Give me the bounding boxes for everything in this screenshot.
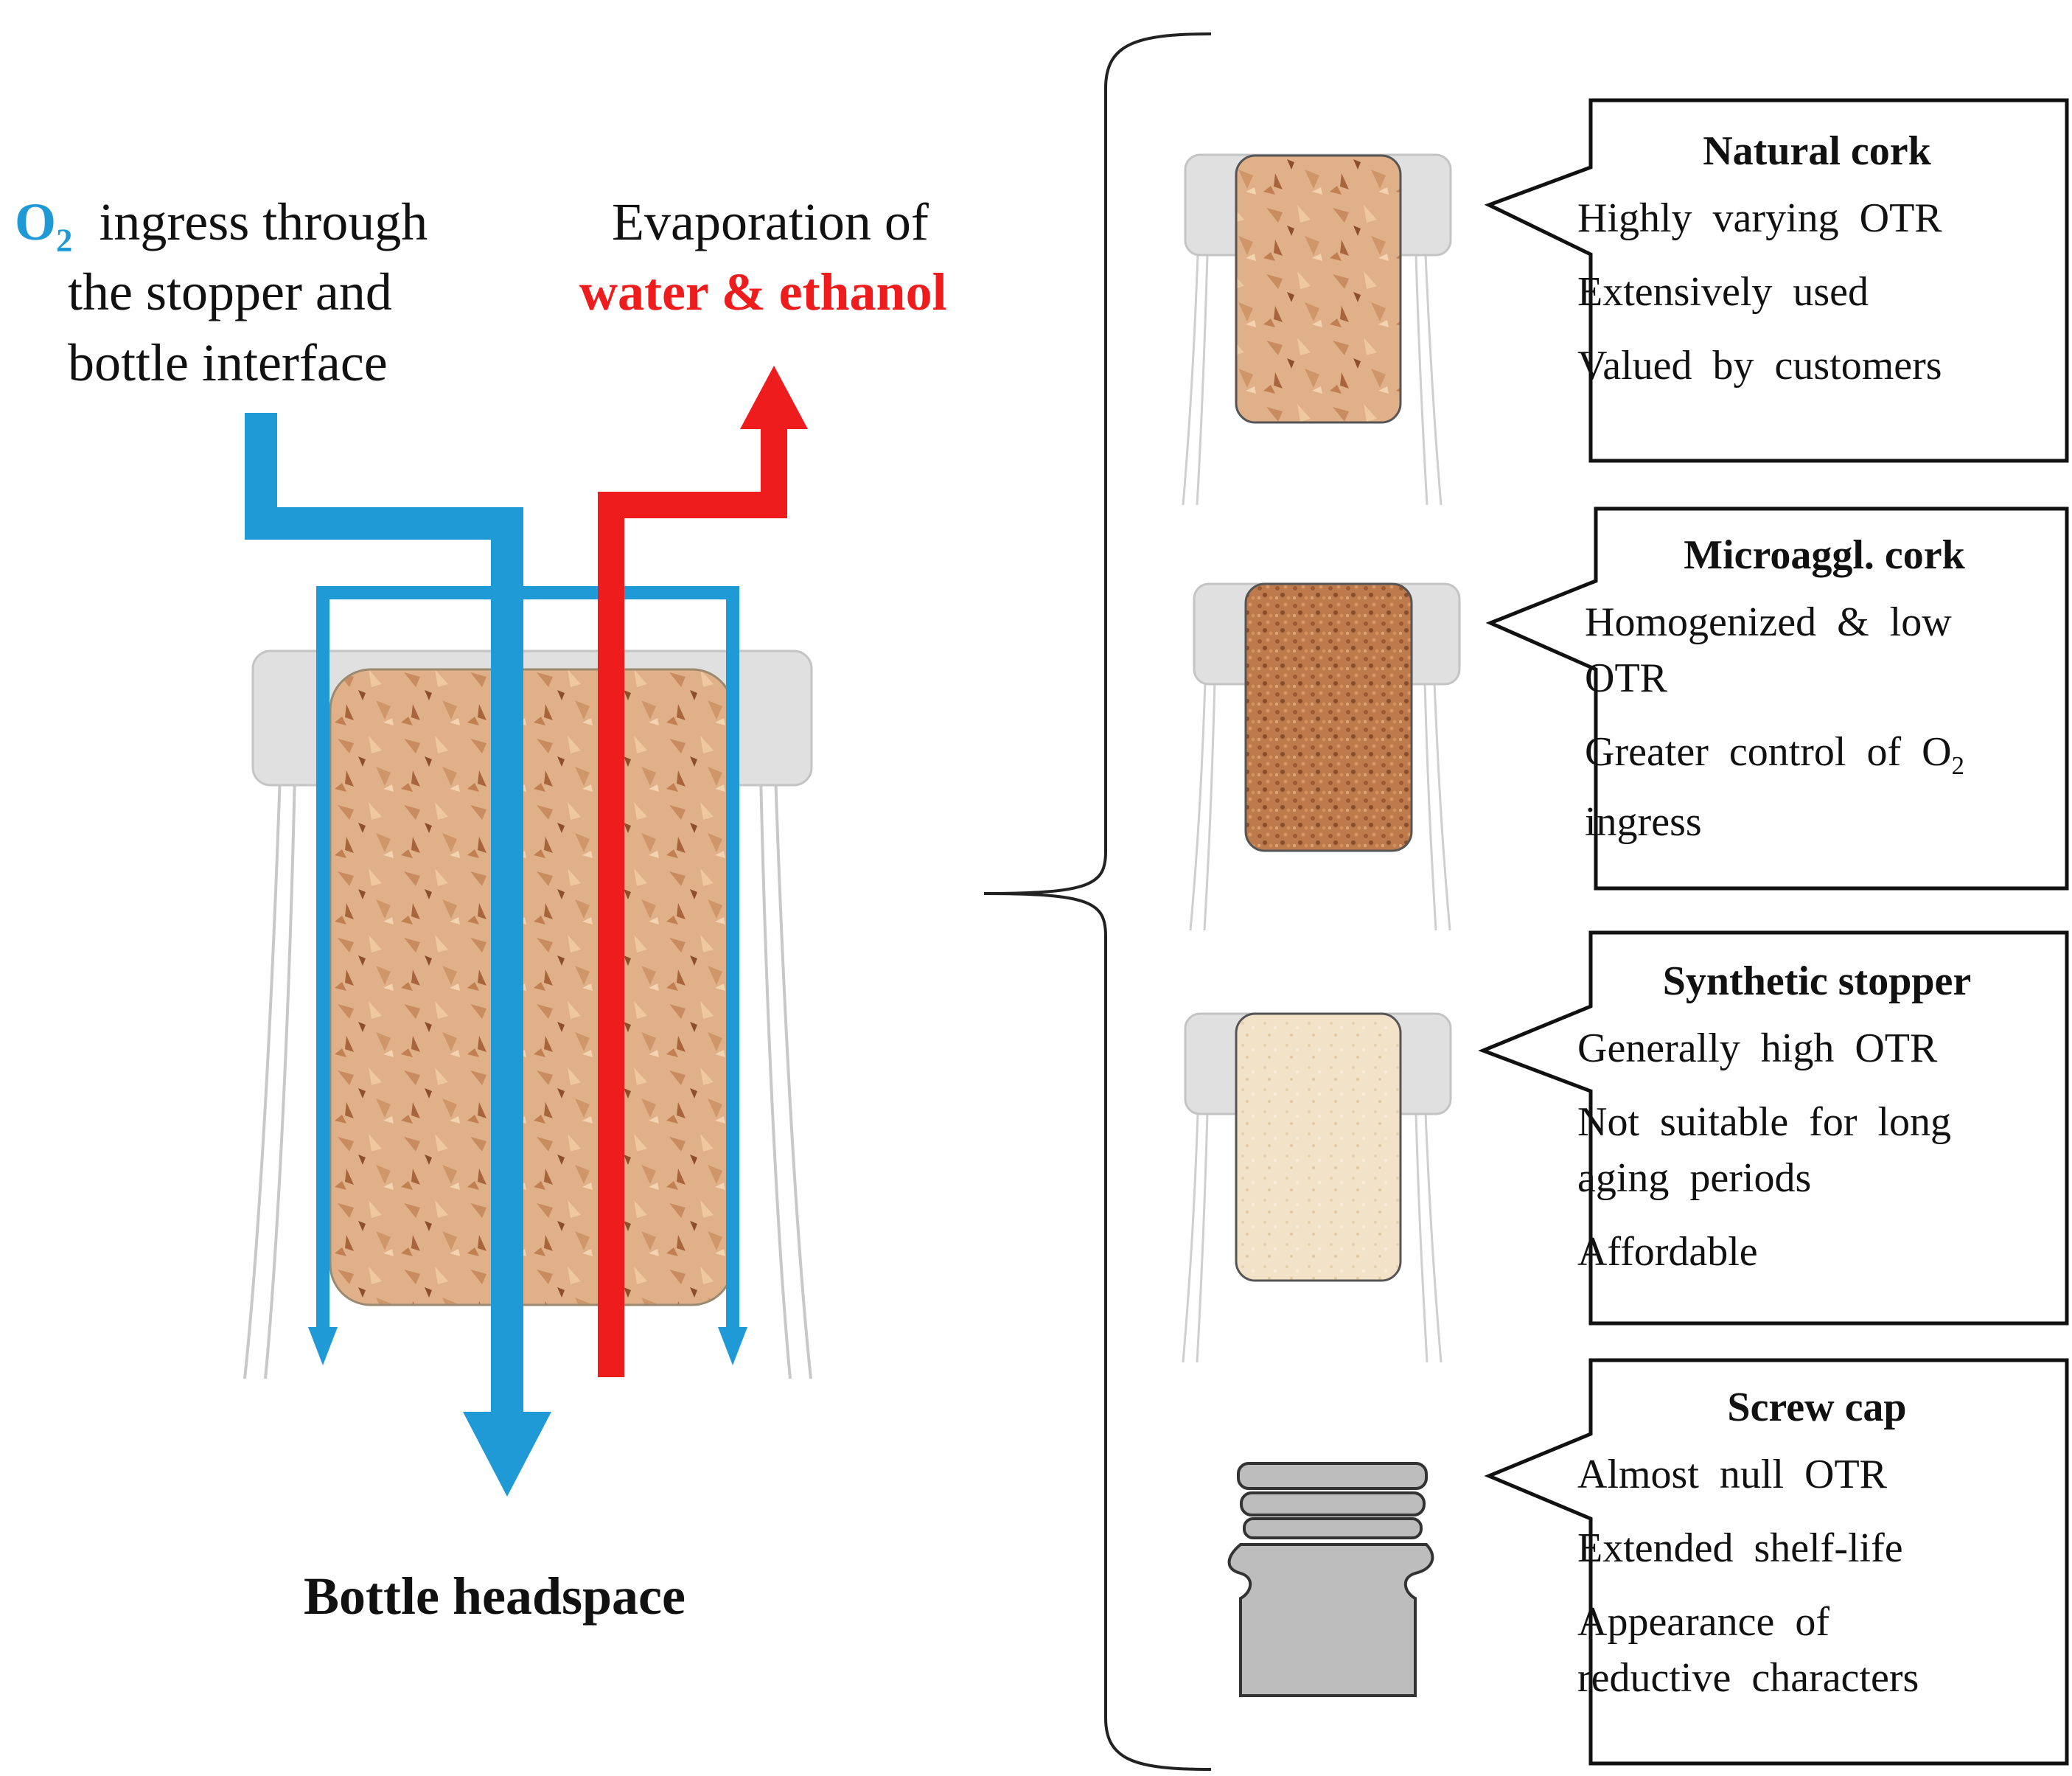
microagglomerated-cork-title: Microaggl. cork [1684, 532, 1965, 578]
callout-synthetic-stopper [1478, 930, 2069, 1326]
natural-cork-line2: Extensively used [1577, 269, 1869, 315]
screw-cap-line3: Appearance of [1577, 1599, 1830, 1645]
o2-ingress-arrows [245, 413, 747, 1497]
microagglomerated-cork-line3: Greater control of O2 [1585, 724, 2064, 794]
microagglomerated-cork-line2: OTR [1585, 655, 1667, 701]
natural-cork-text: Natural cork Highly varying OTR Extensiv… [1577, 125, 2057, 411]
o2-main-flow [245, 413, 523, 1423]
o2-interface-arrowhead-left [308, 1327, 338, 1365]
evaporation-arrowhead [740, 366, 808, 429]
o2-symbol: O [15, 192, 57, 251]
bottle-neck-left [243, 773, 812, 1379]
screw-cap-line2: Extended shelf-life [1577, 1525, 1903, 1571]
synthetic-stopper-line3: aging periods [1577, 1155, 1812, 1201]
callout-screw-cap [1484, 1358, 2069, 1766]
synthetic-stopper-line4: Affordable [1577, 1229, 1758, 1275]
natural-cork-icon [1182, 153, 1452, 506]
natural-cork-line3: Valued by customers [1577, 343, 1942, 389]
o2-subscript: 2 [56, 221, 73, 259]
evaporation-line2: water & ethanol [579, 262, 947, 321]
screw-cap-title: Screw cap [1727, 1385, 1907, 1430]
synthetic-stopper-line2: Not suitable for long [1577, 1099, 1952, 1145]
synthetic-stopper-text: Synthetic stopper Generally high OTR Not… [1577, 955, 2057, 1298]
o2-interface-arrowhead-right [718, 1327, 747, 1365]
o2-text-line1: ingress through [99, 192, 428, 251]
microagglomerated-cork-line1: Homogenized & low [1585, 599, 1952, 645]
callout-natural-cork [1484, 98, 2069, 463]
screw-cap-line4: reductive characters [1577, 1655, 1919, 1701]
o2-interface-flow [316, 586, 739, 1342]
bottle-headspace-label: Bottle headspace [304, 1567, 686, 1626]
microagglomerated-cork-icon [1189, 582, 1461, 931]
o2-text-line3: bottle interface [68, 333, 388, 392]
evaporation-line1: Evaporation of [612, 192, 929, 251]
microagglomerated-cork-line4: ingress [1585, 799, 1702, 846]
microagglomerated-cork-text: Microaggl. cork Homogenized & low OTR Gr… [1585, 529, 2064, 868]
callout-microagglomerated-cork [1485, 506, 2069, 891]
synthetic-stopper-title: Synthetic stopper [1662, 958, 1972, 1004]
brace [983, 32, 1212, 1771]
natural-cork-line1: Highly varying OTR [1577, 195, 1942, 241]
screw-cap-line1: Almost null OTR [1577, 1452, 1888, 1497]
microagglomerated-cork-line3-text: Greater control of O [1585, 729, 1952, 775]
evaporation-arrow [598, 366, 808, 1377]
synthetic-stopper-icon [1182, 1012, 1452, 1363]
microagglomerated-cork-o2-subscript: 2 [1951, 751, 1964, 781]
o2-main-arrowhead [463, 1412, 551, 1497]
o2-label-line1: O2 ingress through [15, 187, 428, 274]
o2-text-line2: the stopper and [68, 262, 392, 321]
natural-cork-title: Natural cork [1703, 128, 1931, 174]
screw-cap-icon [1227, 1462, 1434, 1697]
screw-cap-text: Screw cap Almost null OTR Extended shelf… [1577, 1382, 2057, 1724]
natural-cork-large [329, 668, 734, 1306]
synthetic-stopper-line1: Generally high OTR [1577, 1025, 1938, 1071]
